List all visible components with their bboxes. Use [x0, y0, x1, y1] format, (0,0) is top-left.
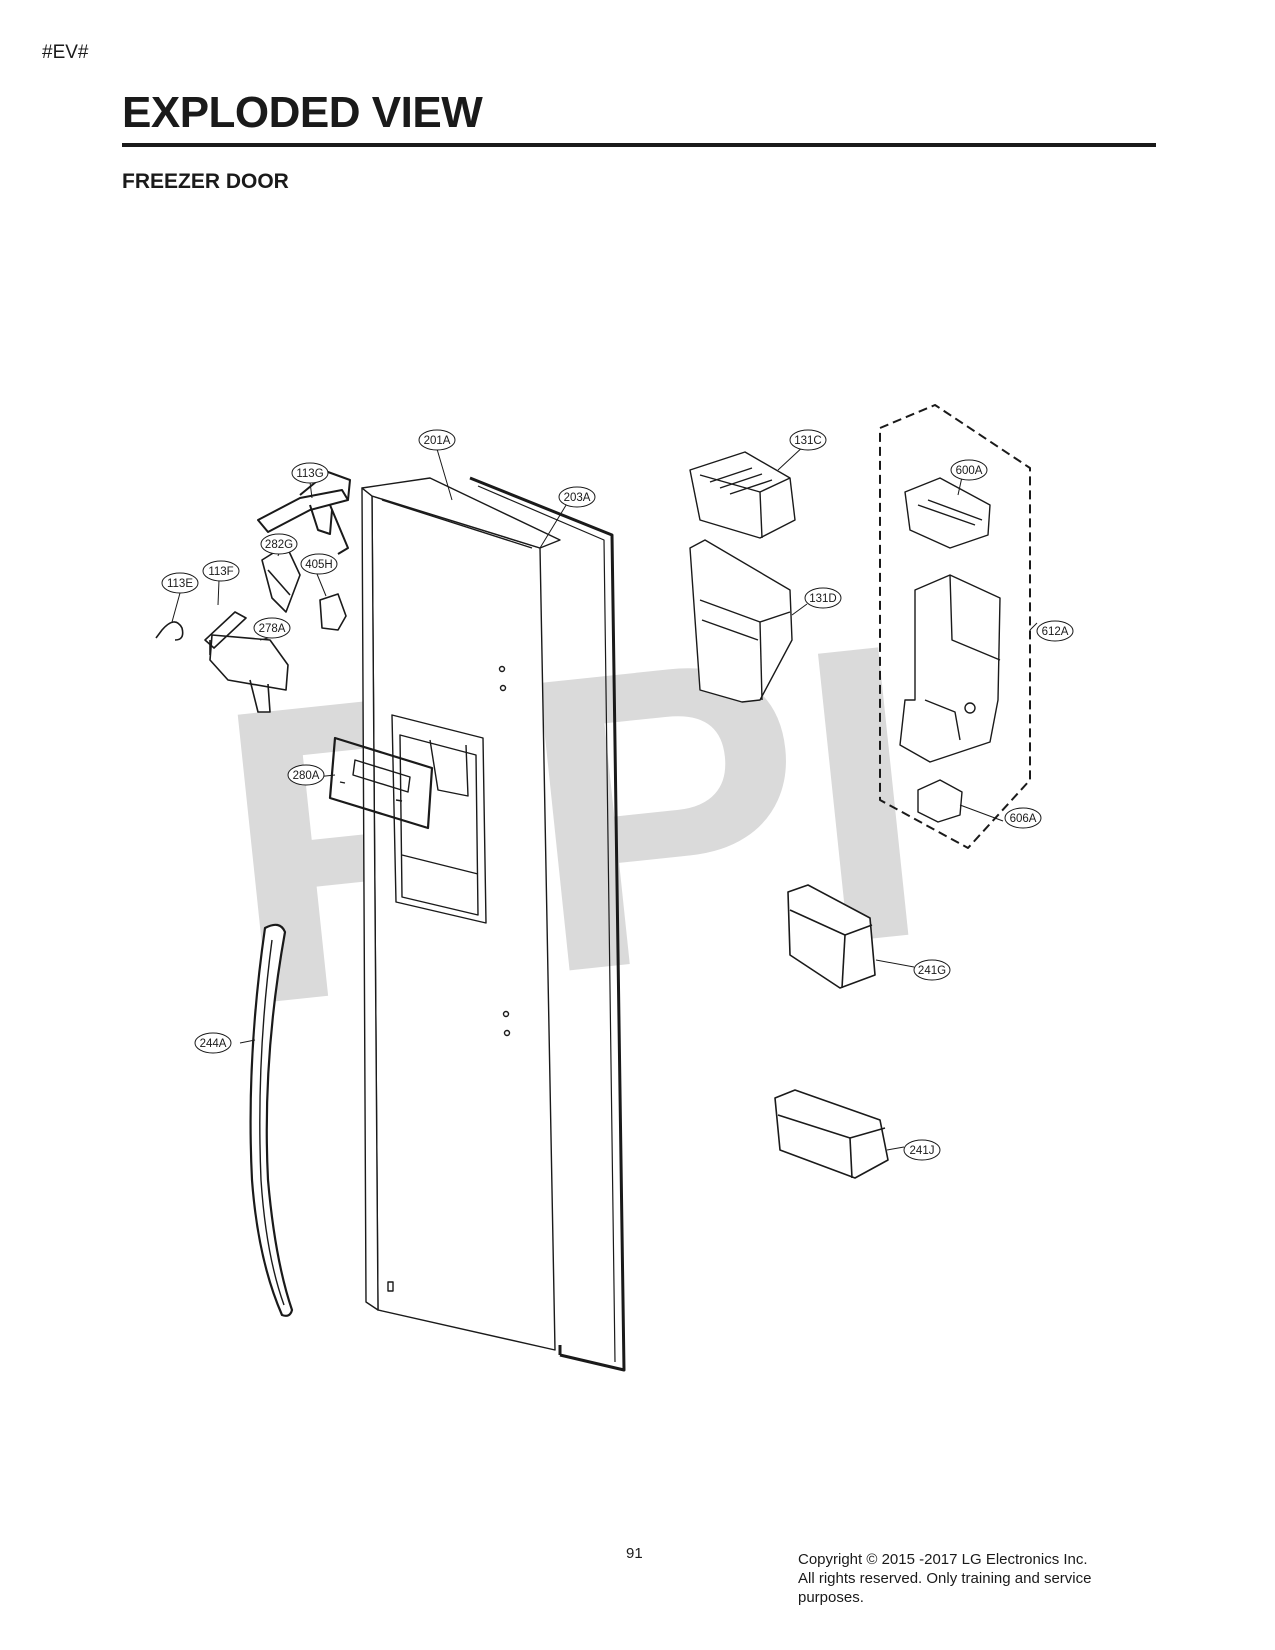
callout-278a: 278A [253, 617, 291, 639]
callout-244a: 244A [194, 1032, 232, 1054]
callout-606a: 606A [1004, 807, 1042, 829]
copyright-line: All rights reserved. Only training and s… [798, 1570, 1092, 1587]
ice-bin-part [689, 539, 793, 703]
svg-text:606A: 606A [1010, 813, 1037, 825]
copyright-line: purposes. [798, 1589, 864, 1606]
svg-text:201A: 201A [424, 435, 451, 447]
svg-text:131C: 131C [794, 435, 822, 447]
callout-131d: 131D [804, 587, 842, 609]
callout-612a: 612A [1036, 620, 1074, 642]
copyright-notice: Copyright © 2015 -2017 LG Electronics In… [798, 1550, 1158, 1607]
callout-131c: 131C [789, 429, 827, 451]
callout-241g: 241G [913, 959, 951, 981]
dispenser-assembly-frame [879, 404, 1031, 849]
bracket-part [257, 471, 351, 555]
ice-bin-cover-part [689, 451, 796, 539]
document-code: #EV# [42, 42, 89, 63]
callout-280a: 280A [287, 764, 325, 786]
svg-text:278A: 278A [259, 623, 286, 635]
callout-bubbles: 201A 203A 113G 282G 405H 113E 113F 278A … [161, 429, 1074, 1161]
callout-282g: 282G [260, 533, 298, 555]
svg-text:113G: 113G [296, 468, 323, 480]
callout-405h: 405H [300, 553, 338, 575]
title-rule [122, 143, 1156, 147]
ice-maker-part [904, 477, 991, 549]
page-title: EXPLODED VIEW [122, 88, 483, 137]
door-gasket-part [469, 476, 626, 1372]
svg-text:612A: 612A [1042, 626, 1069, 638]
section-heading: FREEZER DOOR [122, 170, 289, 193]
svg-text:241G: 241G [918, 965, 946, 977]
svg-text:241J: 241J [910, 1145, 935, 1157]
callout-113g: 113G [291, 462, 329, 484]
svg-text:282G: 282G [265, 539, 293, 551]
callout-241j: 241J [903, 1139, 941, 1161]
callout-600a: 600A [950, 459, 988, 481]
door-handle-part [249, 923, 294, 1317]
svg-text:203A: 203A [564, 492, 591, 504]
copyright-line: Copyright © 2015 -2017 LG Electronics In… [798, 1551, 1088, 1568]
callout-201a: 201A [418, 429, 456, 451]
svg-text:244A: 244A [200, 1038, 227, 1050]
watermark: RPI [200, 555, 945, 1095]
door-bin-241j-part [774, 1089, 889, 1179]
callout-113e: 113E [161, 572, 199, 594]
svg-text:113E: 113E [167, 578, 193, 590]
svg-text:131D: 131D [809, 593, 837, 605]
svg-text:405H: 405H [305, 559, 333, 571]
door-bin-241g-part [787, 884, 876, 989]
svg-text:113F: 113F [208, 566, 233, 578]
display-panel-part [328, 736, 434, 830]
freezer-door-part [361, 477, 561, 1351]
callout-113f: 113F [202, 560, 240, 582]
dispenser-housing-part [899, 574, 1001, 763]
svg-text:600A: 600A [956, 465, 983, 477]
svg-text:280A: 280A [293, 770, 320, 782]
auger-motor-part [917, 779, 963, 823]
page-number: 91 [626, 1545, 643, 1562]
callout-203a: 203A [558, 486, 596, 508]
